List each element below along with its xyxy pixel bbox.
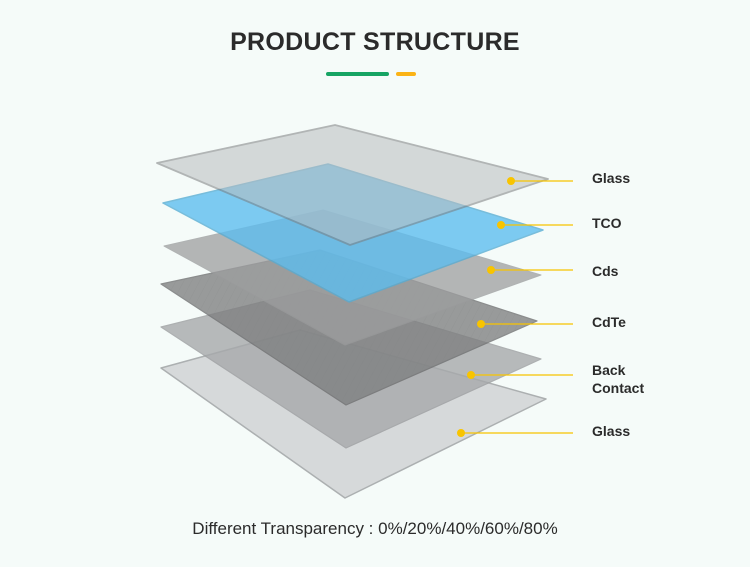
- callout-dot-back-contact: [467, 371, 475, 379]
- label-cds: Cds: [592, 263, 619, 279]
- title-underline-green: [326, 72, 389, 76]
- transparency-caption: Different Transparency : 0%/20%/40%/60%/…: [192, 519, 558, 538]
- page-title: PRODUCT STRUCTURE: [230, 28, 520, 56]
- label-cdte: CdTe: [592, 314, 626, 330]
- callout-dot-glass-bottom: [457, 429, 465, 437]
- callout-dot-glass-top: [507, 177, 515, 185]
- label-glass-bottom: Glass: [592, 423, 631, 439]
- label-tco: TCO: [592, 215, 622, 231]
- title-underline-orange: [396, 72, 416, 76]
- label-back: Back: [592, 362, 626, 378]
- label-contact: Contact: [592, 380, 645, 396]
- layer-glass-top: [156, 124, 549, 246]
- callout-dot-cdte: [477, 320, 485, 328]
- callout-dot-tco: [497, 221, 505, 229]
- label-glass-top: Glass: [592, 170, 631, 186]
- callout-dot-cds: [487, 266, 495, 274]
